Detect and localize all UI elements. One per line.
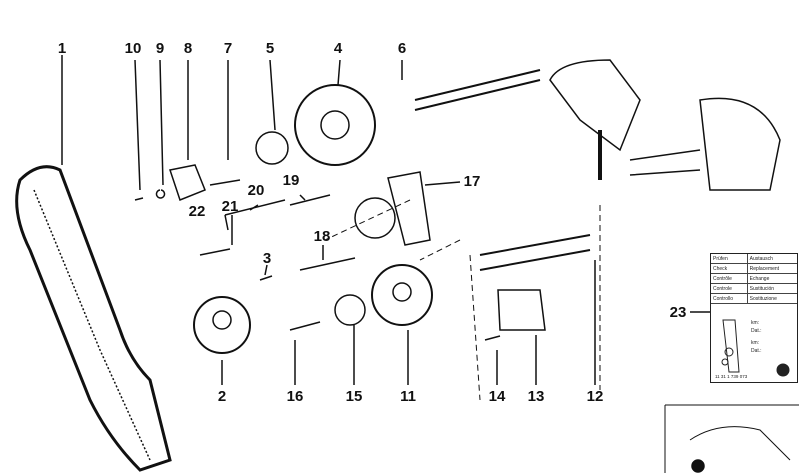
card-cell: Check — [711, 263, 748, 274]
callout-1: 1 — [57, 40, 67, 57]
camshaft — [414, 69, 541, 111]
callout-17: 17 — [463, 173, 481, 190]
card-cell: Contrôle — [711, 273, 748, 284]
date-label: Dat.: — [751, 328, 762, 334]
callout-10: 10 — [124, 40, 142, 57]
km-label: km: — [751, 320, 760, 326]
callout-19: 19 — [282, 172, 300, 189]
callout-21: 21 — [221, 198, 239, 215]
callout-9: 9 — [155, 40, 165, 57]
callout-22: 22 — [188, 203, 206, 220]
hub — [334, 294, 366, 326]
callout-6: 6 — [397, 40, 407, 57]
callout-13: 13 — [527, 388, 545, 405]
callout-23: 23 — [669, 304, 687, 321]
callout-11: 11 — [400, 388, 416, 405]
crankshaft-sprocket — [193, 296, 251, 354]
callout-20: 20 — [247, 182, 265, 199]
callout-4: 4 — [333, 40, 343, 57]
tensioner-roller — [354, 197, 396, 239]
callout-3: 3 — [262, 250, 272, 267]
callout-7: 7 — [223, 40, 233, 57]
cover-plate — [497, 289, 546, 331]
camshaft-sprocket — [294, 84, 376, 166]
distributor — [549, 59, 641, 152]
card-cell: Prüfen — [711, 254, 748, 264]
card-cell: Sostituzione — [747, 293, 797, 304]
callout-15: 15 — [345, 388, 363, 405]
date-label-2: Dat.: — [751, 348, 762, 354]
callout-12: 12 — [586, 388, 604, 405]
card-cell: Sustitución — [747, 283, 797, 294]
crankshaft — [629, 97, 781, 191]
card-cell: Replacement — [747, 263, 797, 274]
flange — [255, 131, 289, 165]
timing-belt — [15, 165, 172, 472]
callout-16: 16 — [286, 388, 304, 405]
km-label-2: km: — [751, 340, 760, 346]
intermediate-sprocket — [371, 264, 433, 326]
callout-14: 14 — [488, 388, 506, 405]
card-cell: Controle — [711, 283, 748, 294]
intermediate-shaft — [479, 234, 591, 271]
card-cell: Controllo — [711, 293, 748, 304]
card-cell: Echange — [747, 273, 797, 284]
card-cell: Austausch — [747, 254, 797, 264]
tensioner-bracket — [387, 171, 431, 246]
callout-2: 2 — [217, 388, 227, 405]
callout-8: 8 — [183, 40, 193, 57]
belt-icon — [721, 319, 790, 377]
part-number: 11 31 1 739 073 — [715, 374, 748, 379]
callout-5: 5 — [265, 40, 275, 57]
car-outline-inset — [664, 404, 799, 473]
callout-18: 18 — [313, 228, 331, 245]
